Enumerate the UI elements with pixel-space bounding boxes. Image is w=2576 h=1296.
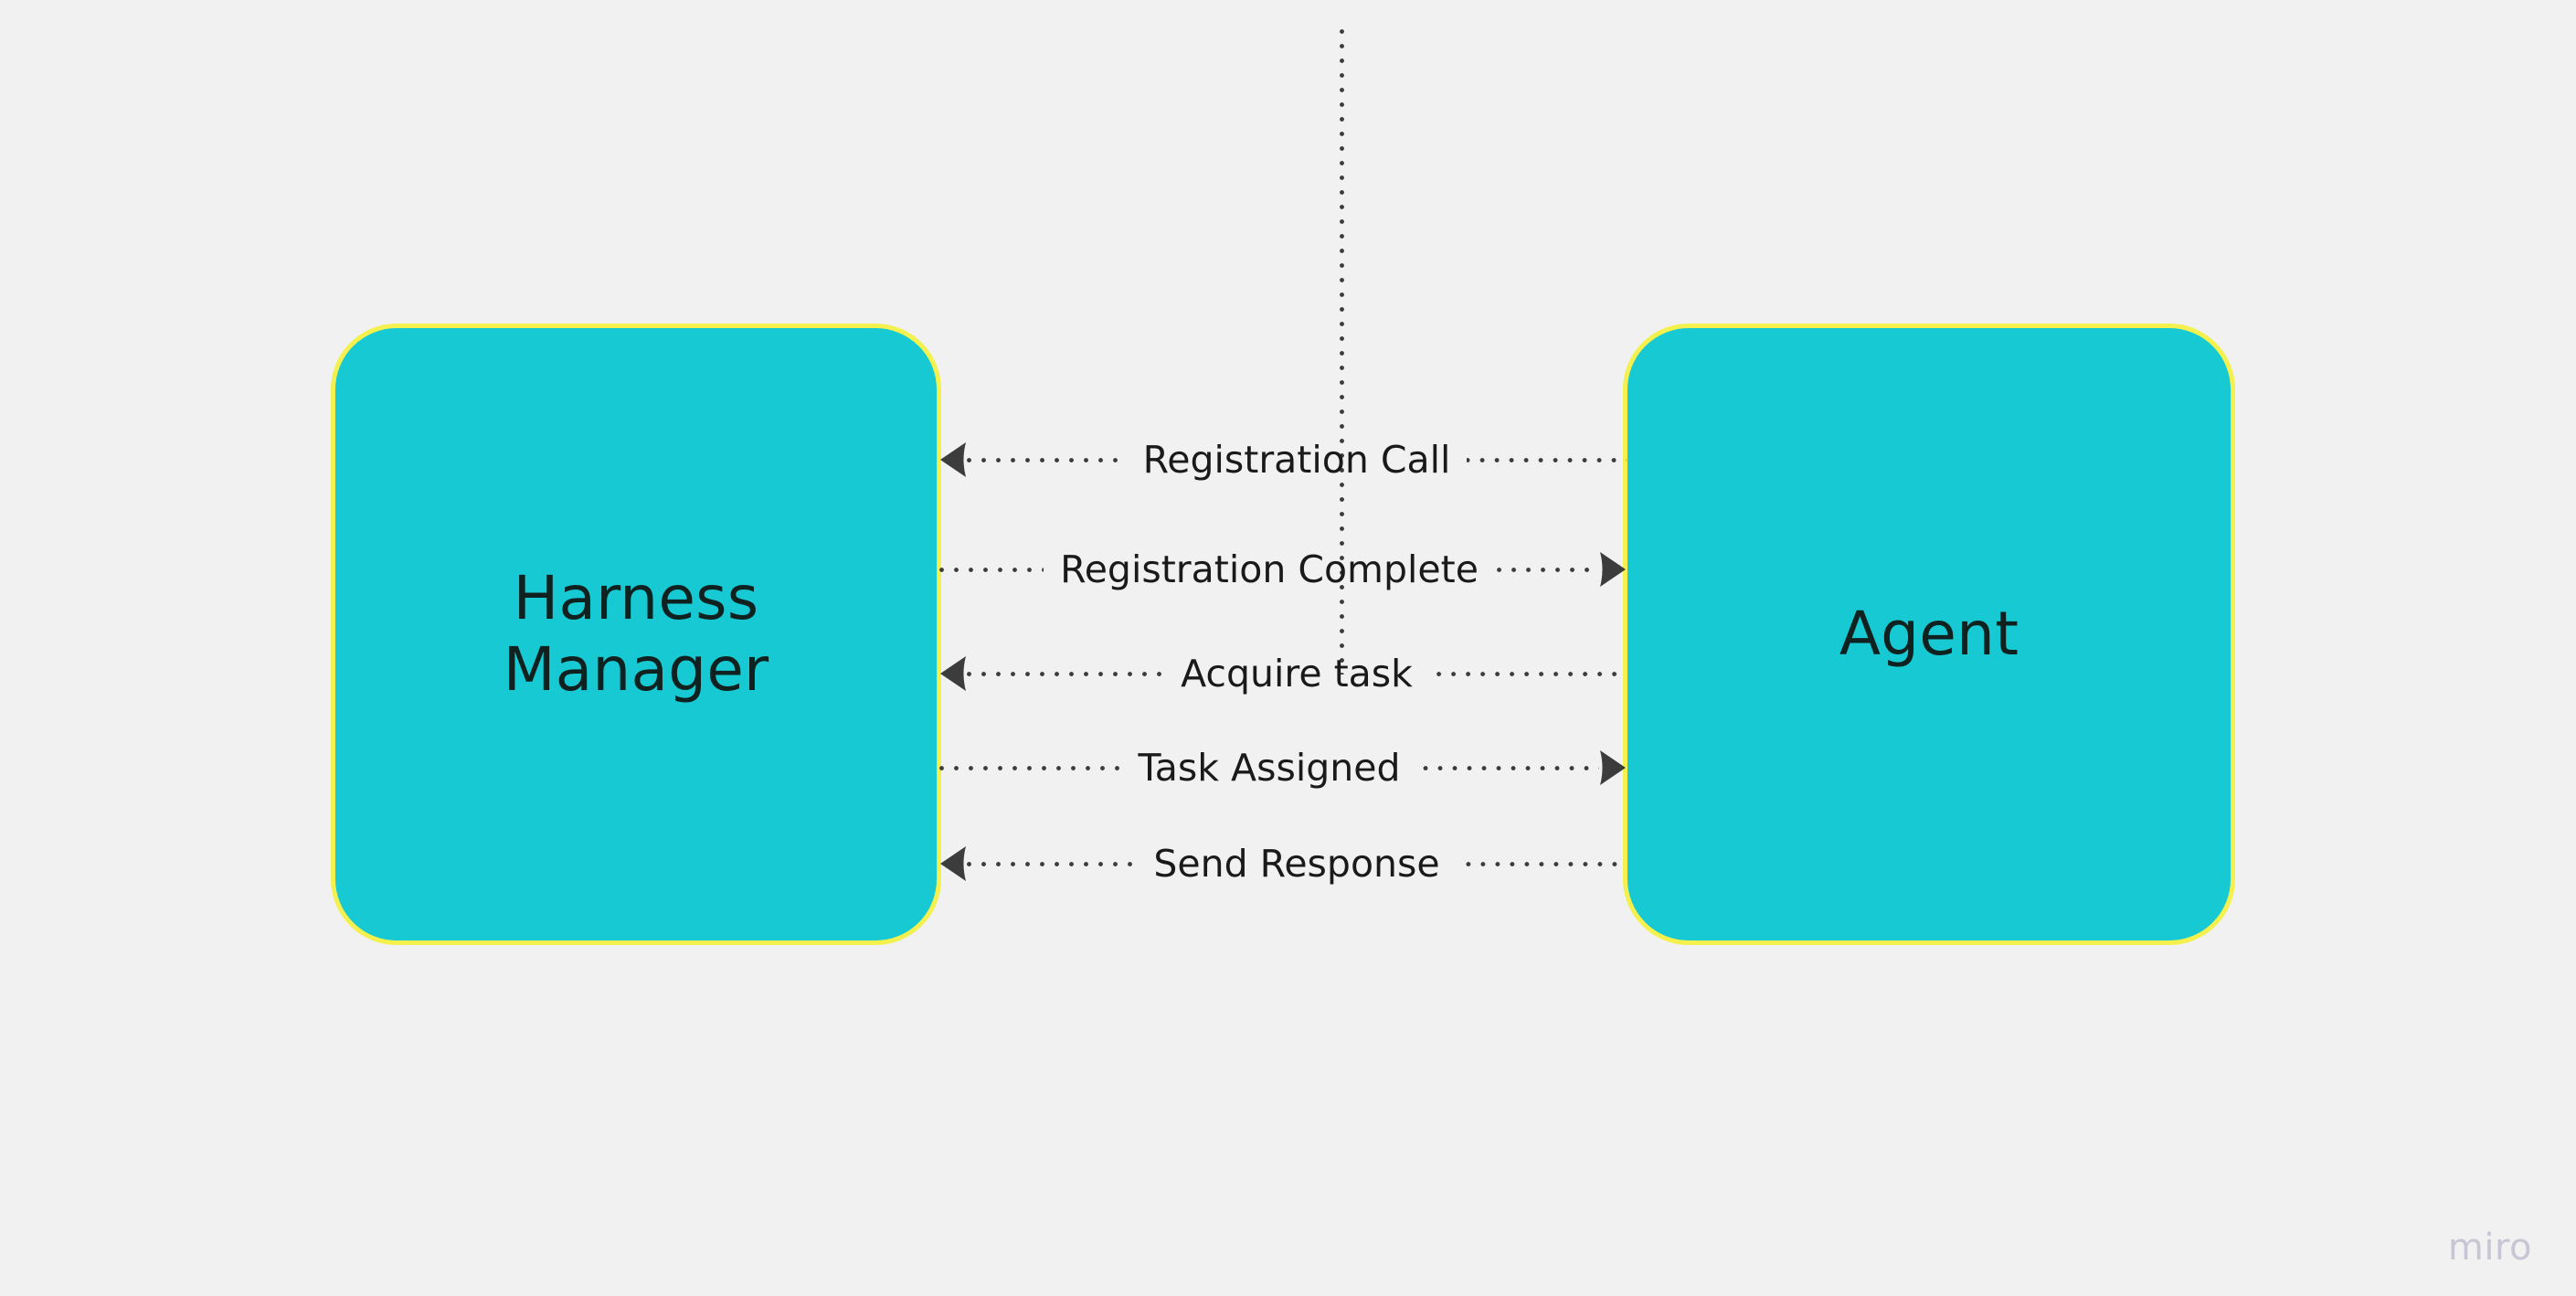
arrowhead-right-icon xyxy=(1599,748,1627,788)
lifeline-divider xyxy=(1340,29,1344,675)
message-label: Registration Complete xyxy=(1060,547,1479,591)
message-line-left xyxy=(939,567,1044,572)
arrowhead-left-icon xyxy=(939,653,967,694)
node-harness-manager[interactable]: Harness Manager xyxy=(331,324,941,945)
node-agent-label: Agent xyxy=(1839,599,2019,670)
message-line-right xyxy=(1467,457,1627,462)
arrowhead-left-icon xyxy=(939,440,967,480)
message-label: Task Assigned xyxy=(1138,745,1401,790)
message-label: Send Response xyxy=(1153,841,1440,886)
message-line-right xyxy=(1456,861,1627,866)
miro-watermark: miro xyxy=(2447,1227,2532,1269)
arrowhead-left-icon xyxy=(939,844,967,884)
message-line-right xyxy=(1416,765,1600,770)
message-line-left xyxy=(967,671,1165,676)
message-line-left xyxy=(939,765,1122,770)
message-registration-call[interactable]: Registration Call xyxy=(939,430,1627,489)
message-label: Acquire task xyxy=(1181,651,1413,696)
node-agent[interactable]: Agent xyxy=(1623,324,2235,945)
message-task-assigned[interactable]: Task Assigned xyxy=(939,738,1627,797)
message-label: Registration Call xyxy=(1142,437,1451,482)
message-line-right xyxy=(1428,671,1627,676)
message-line-left xyxy=(967,861,1138,866)
message-line-left xyxy=(967,457,1127,462)
message-line-right xyxy=(1494,567,1599,572)
message-registration-complete[interactable]: Registration Complete xyxy=(939,540,1627,599)
message-send-response[interactable]: Send Response xyxy=(939,834,1627,893)
message-acquire-task[interactable]: Acquire task xyxy=(939,644,1627,703)
node-harness-manager-label: Harness Manager xyxy=(503,563,769,705)
arrowhead-right-icon xyxy=(1599,549,1627,590)
